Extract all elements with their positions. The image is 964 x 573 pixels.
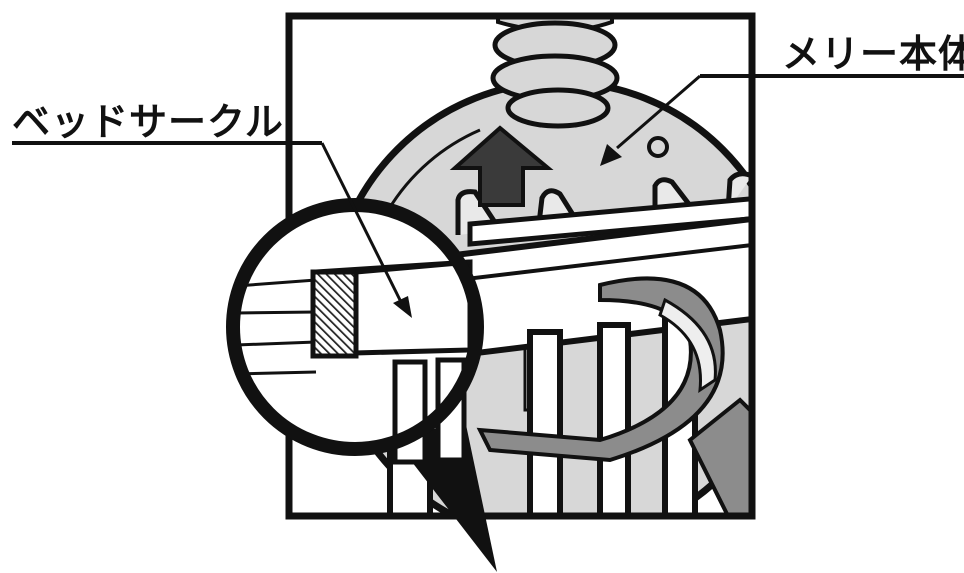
merry-body-dot: [649, 138, 667, 156]
rail-cross-section: [313, 272, 356, 356]
bed-circle-label: ベッドサークル: [12, 103, 284, 141]
merry-body-label: メリー本体: [782, 35, 964, 73]
